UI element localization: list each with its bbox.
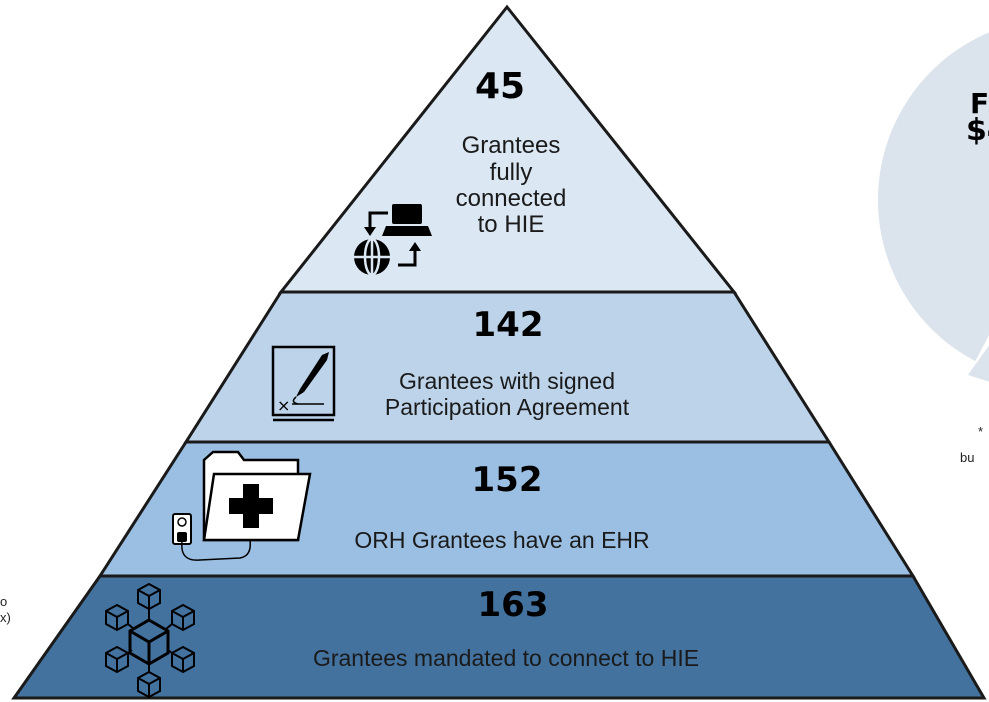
computer-globe-exchange-icon [354,204,432,277]
tier-4-number: 163 [478,585,549,625]
tier-2-content: 142 Grantees with signed Participation A… [271,305,630,422]
tier-1-number: 45 [475,66,525,107]
tier-3-content: 152 ORH Grantees have an EHR [172,450,650,561]
tier-3-line-1: ORH Grantees have an EHR [354,527,649,553]
pie-slice-sliver [968,345,989,382]
tier-1-line-1: Grantees [462,132,561,159]
tier-1-line-2: fully [490,159,533,186]
tier-1-line-3: connected [456,185,567,212]
partial-pie-chart: F $4 [878,32,989,382]
right-note-asterisk: * [978,424,983,439]
tier-4-line-1: Grantees mandated to connect to HIE [313,645,699,671]
left-note-fragment-bottom: x) [0,610,11,625]
tier-1-line-4: to HIE [478,211,545,238]
pie-label-top: F [970,87,989,120]
tier-2-line-2: Participation Agreement [385,394,630,420]
left-note-fragment-top: o [0,594,7,609]
tier-3-number: 152 [472,460,543,500]
tier-4-content: 163 Grantees mandated to connect to HIE [105,582,699,699]
pie-label-amount: $4 [966,113,989,148]
svg-text:×: × [277,396,290,415]
signed-agreement-icon: × [271,345,336,422]
network-blocks-icon [105,582,195,699]
medical-folder-plug-icon [172,450,312,561]
pie-background [878,32,989,368]
right-note-fragment: bu [960,450,974,465]
tier-1-content: 45 Grantees fully connected to HIE [354,66,567,277]
tier-2-line-1: Grantees with signed [399,368,615,394]
tier-2-number: 142 [473,305,544,345]
